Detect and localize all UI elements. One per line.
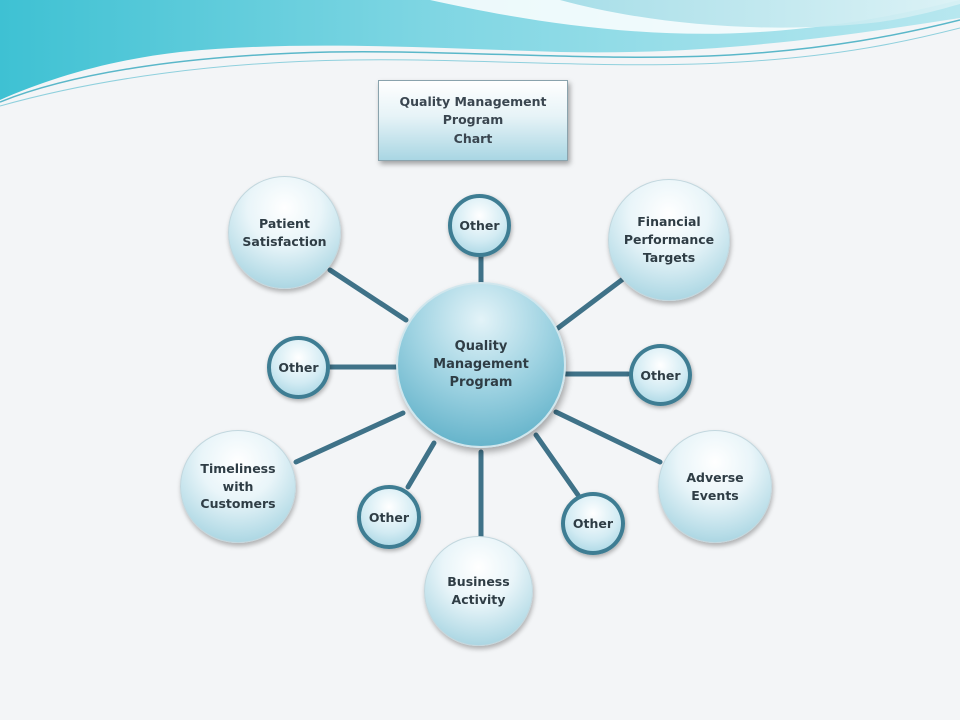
node-other-bottom-left-label: Other bbox=[368, 509, 410, 525]
node-business-activity-label: Business Activity bbox=[447, 574, 510, 607]
node-other-bottom-right-label: Other bbox=[572, 516, 614, 531]
connector-timeliness bbox=[293, 410, 406, 465]
node-timeliness-label: Timeliness with Customers bbox=[200, 460, 276, 512]
connector-patient-satisfaction bbox=[327, 267, 409, 323]
node-other-right: Other bbox=[629, 344, 692, 406]
node-other-top: Other bbox=[448, 194, 511, 257]
node-adverse-events: Adverse Events bbox=[658, 430, 772, 543]
connector-adverse-events bbox=[553, 409, 663, 465]
node-other-left-label: Other bbox=[278, 360, 319, 375]
node-quality-management-program-label: Quality Management Program bbox=[433, 338, 529, 391]
node-timeliness: Timeliness with Customers bbox=[180, 430, 296, 543]
node-other-bottom-right: Other bbox=[561, 492, 625, 555]
node-other-bottom-left: Other bbox=[357, 485, 421, 549]
chart-title-box: Quality Management Program Chart bbox=[378, 80, 568, 161]
connector-other-bottom-left bbox=[405, 440, 437, 490]
node-financial-performance-label: Financial Performance Targets bbox=[623, 214, 715, 265]
node-quality-management-program: Quality Management Program bbox=[396, 282, 566, 448]
node-other-left: Other bbox=[267, 336, 330, 399]
header-wave-decoration bbox=[0, 0, 960, 107]
node-other-top-label: Other bbox=[459, 218, 500, 233]
node-other-right-label: Other bbox=[640, 367, 681, 383]
node-adverse-events-label: Adverse Events bbox=[686, 469, 744, 503]
connector-financial-performance bbox=[555, 276, 626, 331]
chart-title: Quality Management Program Chart bbox=[399, 94, 547, 146]
node-patient-satisfaction: Patient Satisfaction bbox=[228, 176, 341, 289]
connector-other-bottom-right bbox=[533, 432, 581, 498]
node-business-activity: Business Activity bbox=[424, 536, 533, 646]
node-financial-performance: Financial Performance Targets bbox=[608, 179, 730, 301]
node-patient-satisfaction-label: Patient Satisfaction bbox=[242, 215, 327, 249]
